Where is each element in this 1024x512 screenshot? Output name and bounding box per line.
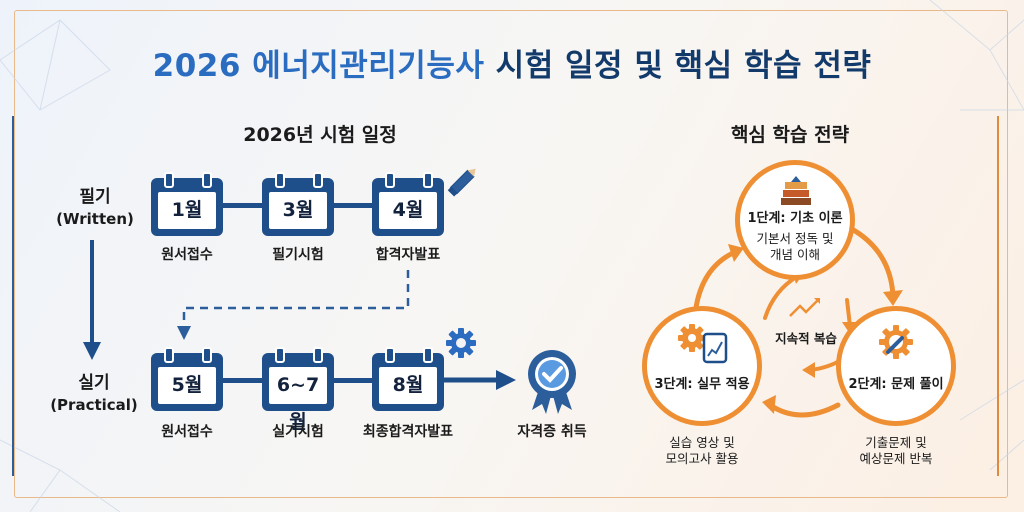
month: 6~7월 xyxy=(269,367,327,433)
calendar-written-1: 1월 xyxy=(151,172,223,236)
gear-icon xyxy=(446,328,476,358)
strategy-heading: 핵심 학습 전략 xyxy=(730,124,850,146)
practical-label: 실기 (Practical) xyxy=(44,372,144,416)
written-desc-1: 원서접수 xyxy=(161,247,213,263)
stage1-line2: 개념 이해 xyxy=(770,247,820,262)
written-label-sub: (Written) xyxy=(56,210,134,228)
gears-tablet-icon xyxy=(678,324,728,364)
practical-desc-3: 최종합격자발표 xyxy=(362,424,454,440)
stage2-title: 2단계: 문제 풀이 xyxy=(848,377,944,392)
trend-up-icon xyxy=(789,299,819,317)
month: 3월 xyxy=(269,192,327,229)
right-accent-line xyxy=(997,116,999,476)
final-arrow xyxy=(496,370,516,390)
pencil-icon xyxy=(447,168,476,197)
dashed-connector xyxy=(182,270,410,330)
stage3-line2: 모의고사 활용 xyxy=(665,451,739,466)
stage2-line1: 기출문제 및 xyxy=(865,435,927,450)
practical-label-sub: (Practical) xyxy=(50,396,138,414)
stage3-line1: 실습 영상 및 xyxy=(669,435,735,450)
arrow-3-to-1 xyxy=(692,249,738,318)
certificate-badge-icon xyxy=(528,350,576,414)
wrench-gear-icon xyxy=(879,325,913,359)
inner-arrow-c xyxy=(845,298,852,328)
written-label: 필기 (Written) xyxy=(50,186,140,230)
calendar-practical-1: 5월 xyxy=(151,347,223,411)
page-title: 2026 에너지관리기능사 시험 일정 및 핵심 학습 전략 xyxy=(0,40,1024,85)
arrow-1-to-2 xyxy=(847,225,896,298)
practical-desc-2: 실기시험 xyxy=(272,424,324,440)
practical-label-main: 실기 xyxy=(78,373,110,393)
stage1-title: 1단계: 기초 이론 xyxy=(747,211,843,226)
month: 5월 xyxy=(158,367,216,404)
written-link-1 xyxy=(220,203,268,208)
calendar-practical-3: 8월 xyxy=(372,347,444,411)
written-desc-3: 합격자발표 xyxy=(375,247,441,263)
written-label-main: 필기 xyxy=(79,187,111,207)
title-suffix: 시험 일정 및 핵심 학습 전략 xyxy=(495,48,872,84)
outer-frame xyxy=(14,10,1008,498)
practical-link-1 xyxy=(220,378,268,383)
calendar-written-2: 3월 xyxy=(262,172,334,236)
stage3-title: 3단계: 실무 적용 xyxy=(654,377,750,392)
practical-link-2 xyxy=(330,378,378,383)
schedule-heading: 2026년 시험 일정 xyxy=(243,124,397,146)
month: 8월 xyxy=(379,367,437,404)
written-desc-2: 필기시험 xyxy=(272,247,324,263)
month: 4월 xyxy=(379,192,437,229)
title-prefix: 2026 에너지관리기능사 xyxy=(152,48,485,84)
calendar-written-3: 4월 xyxy=(372,172,444,236)
center-label: 지속적 복습 xyxy=(775,331,837,346)
stage1-circle xyxy=(735,160,855,280)
stage1-line1: 기본서 정독 및 xyxy=(756,231,834,246)
month: 1월 xyxy=(158,192,216,229)
stage2-line2: 예상문제 반복 xyxy=(859,451,933,466)
books-icon xyxy=(781,176,811,205)
written-link-2 xyxy=(330,203,378,208)
calendar-practical-2: 6~7월 xyxy=(262,347,334,433)
practical-desc-1: 원서접수 xyxy=(161,424,213,440)
left-accent-line xyxy=(12,116,14,476)
stage3-circle xyxy=(642,306,762,426)
arrow-2-to-3 xyxy=(767,402,841,418)
final-label: 자격증 취득 xyxy=(517,424,587,440)
